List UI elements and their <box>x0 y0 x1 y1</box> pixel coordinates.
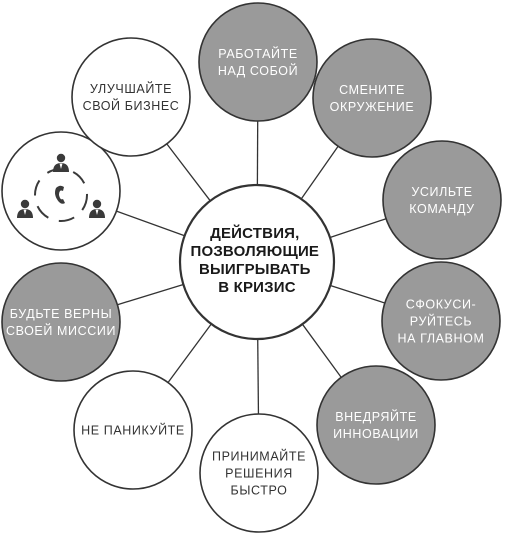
person-head-icon <box>20 199 30 209</box>
phone-icon <box>55 185 65 204</box>
node-label-change-environment: СМЕНИТЕ ОКРУЖЕНИЕ <box>330 83 415 114</box>
center-node: ДЕЙСТВИЯ, ПОЗВОЛЯЮЩИЕ ВЫИГРЫВАТЬ В КРИЗИ… <box>178 183 336 341</box>
person-tie-icon <box>95 209 99 215</box>
node-work-on-yourself: РАБОТАЙТЕ НАД СОБОЙ <box>198 2 318 122</box>
node-label-line: НАД СОБОЙ <box>218 63 298 78</box>
node-label-line: КОМАНДУ <box>409 202 474 216</box>
node-circle-strengthen-team <box>382 140 502 260</box>
node-dont-panic: НЕ ПАНИКУЙТЕ <box>73 370 193 490</box>
node-label-line: БЫСТРО <box>231 484 288 498</box>
connector-dont-panic <box>167 323 212 383</box>
center-line-1: ДЕЙСТВИЯ, <box>210 224 299 242</box>
node-label-line: РАБОТАЙТЕ <box>218 46 298 61</box>
node-circle-work-on-yourself <box>198 2 318 122</box>
node-implement-innovations: ВНЕДРЯЙТЕ ИННОВАЦИИ <box>316 365 436 485</box>
person-head-icon <box>56 153 66 163</box>
person-tie-icon <box>23 209 27 215</box>
node-decide-quickly: ПРИНИМАЙТЕ РЕШЕНИЯ БЫСТРО <box>199 413 319 533</box>
node-label-line: СВОЕЙ МИССИИ <box>6 323 116 338</box>
connector-strengthen-team <box>329 218 387 239</box>
connector-decide-quickly <box>257 338 260 415</box>
node-strengthen-team: УСИЛЬТЕ КОМАНДУ <box>382 140 502 260</box>
person-head-icon <box>92 199 102 209</box>
node-label-line: СФОКУСИ- <box>406 298 477 312</box>
node-circle-focus-on-main <box>381 261 501 381</box>
node-label-line: УЛУЧШАЙТЕ <box>90 81 172 96</box>
node-improve-business: УЛУЧШАЙТЕ СВОЙ БИЗНЕС <box>71 37 191 157</box>
node-label-line: ВНЕДРЯЙТЕ <box>335 409 417 424</box>
node-label-line: ИННОВАЦИИ <box>333 427 419 441</box>
node-circle-change-environment <box>312 38 432 158</box>
node-circle-implement-innovations <box>316 365 436 485</box>
node-change-environment: СМЕНИТЕ ОКРУЖЕНИЕ <box>312 38 432 158</box>
people-network-icon <box>17 153 105 222</box>
node-label-line: ПРИНИМАЙТЕ <box>212 449 306 464</box>
center-line-4: В КРИЗИС <box>218 279 296 296</box>
node-label-line: ОКРУЖЕНИЕ <box>330 100 415 114</box>
node-circle-network-icon-node <box>1 131 121 251</box>
node-label-line: БУДЬТЕ ВЕРНЫ <box>10 307 112 321</box>
center-circle <box>178 183 336 341</box>
node-circle-decide-quickly <box>199 413 319 533</box>
node-label-focus-on-main: СФОКУСИ- РУЙТЕСЬ НА ГЛАВНОМ <box>398 298 485 346</box>
connector-improve-business <box>166 143 211 202</box>
outer-nodes: РАБОТАЙТЕ НАД СОБОЙ СМЕНИТЕ ОКРУЖЕНИЕ УСИЛЬТ… <box>1 2 502 533</box>
person-tie-icon <box>59 163 63 169</box>
node-label-line: СМЕНИТЕ <box>339 83 405 97</box>
node-network-icon-node <box>1 131 121 251</box>
node-focus-on-main: СФОКУСИ- РУЙТЕСЬ НА ГЛАВНОМ <box>381 261 501 381</box>
node-label-be-true-to-mission: БУДЬТЕ ВЕРНЫ СВОЕЙ МИССИИ <box>6 307 116 338</box>
node-label-line: УСИЛЬТЕ <box>411 185 472 199</box>
node-circle-be-true-to-mission <box>1 262 121 382</box>
node-label-implement-innovations: ВНЕДРЯЙТЕ ИННОВАЦИИ <box>333 409 419 441</box>
connector-change-environment <box>300 145 339 200</box>
connector-lines <box>116 120 387 415</box>
node-circle-improve-business <box>71 37 191 157</box>
center-label: ДЕЙСТВИЯ, ПОЗВОЛЯЮЩИЕ ВЫИГРЫВАТЬ В КРИЗИ… <box>190 224 323 296</box>
connector-network-icon-node <box>116 210 185 237</box>
node-circle-dont-panic <box>73 370 193 490</box>
connector-be-true-to-mission <box>117 283 184 306</box>
connector-focus-on-main <box>330 284 386 304</box>
node-label-line: СВОЙ БИЗНЕС <box>83 98 180 113</box>
connector-implement-innovations <box>301 323 342 378</box>
center-line-2: ПОЗВОЛЯЮЩИЕ <box>190 243 319 260</box>
node-label-strengthen-team: УСИЛЬТЕ КОМАНДУ <box>409 185 474 216</box>
node-label-line: НА ГЛАВНОМ <box>398 332 485 346</box>
node-label-improve-business: УЛУЧШАЙТЕ СВОЙ БИЗНЕС <box>83 81 180 113</box>
node-be-true-to-mission: БУДЬТЕ ВЕРНЫ СВОЕЙ МИССИИ <box>1 262 121 382</box>
node-label-dont-panic: НЕ ПАНИКУЙТЕ <box>81 423 185 438</box>
node-label-line: РЕШЕНИЯ <box>225 467 293 481</box>
node-label-line: РУЙТЕСЬ <box>410 314 472 329</box>
center-line-3: ВЫИГРЫВАТЬ <box>199 261 311 278</box>
node-label-work-on-yourself: РАБОТАЙТЕ НАД СОБОЙ <box>218 46 298 78</box>
node-label-decide-quickly: ПРИНИМАЙТЕ РЕШЕНИЯ БЫСТРО <box>212 449 306 498</box>
node-label-line: НЕ ПАНИКУЙТЕ <box>81 423 185 438</box>
